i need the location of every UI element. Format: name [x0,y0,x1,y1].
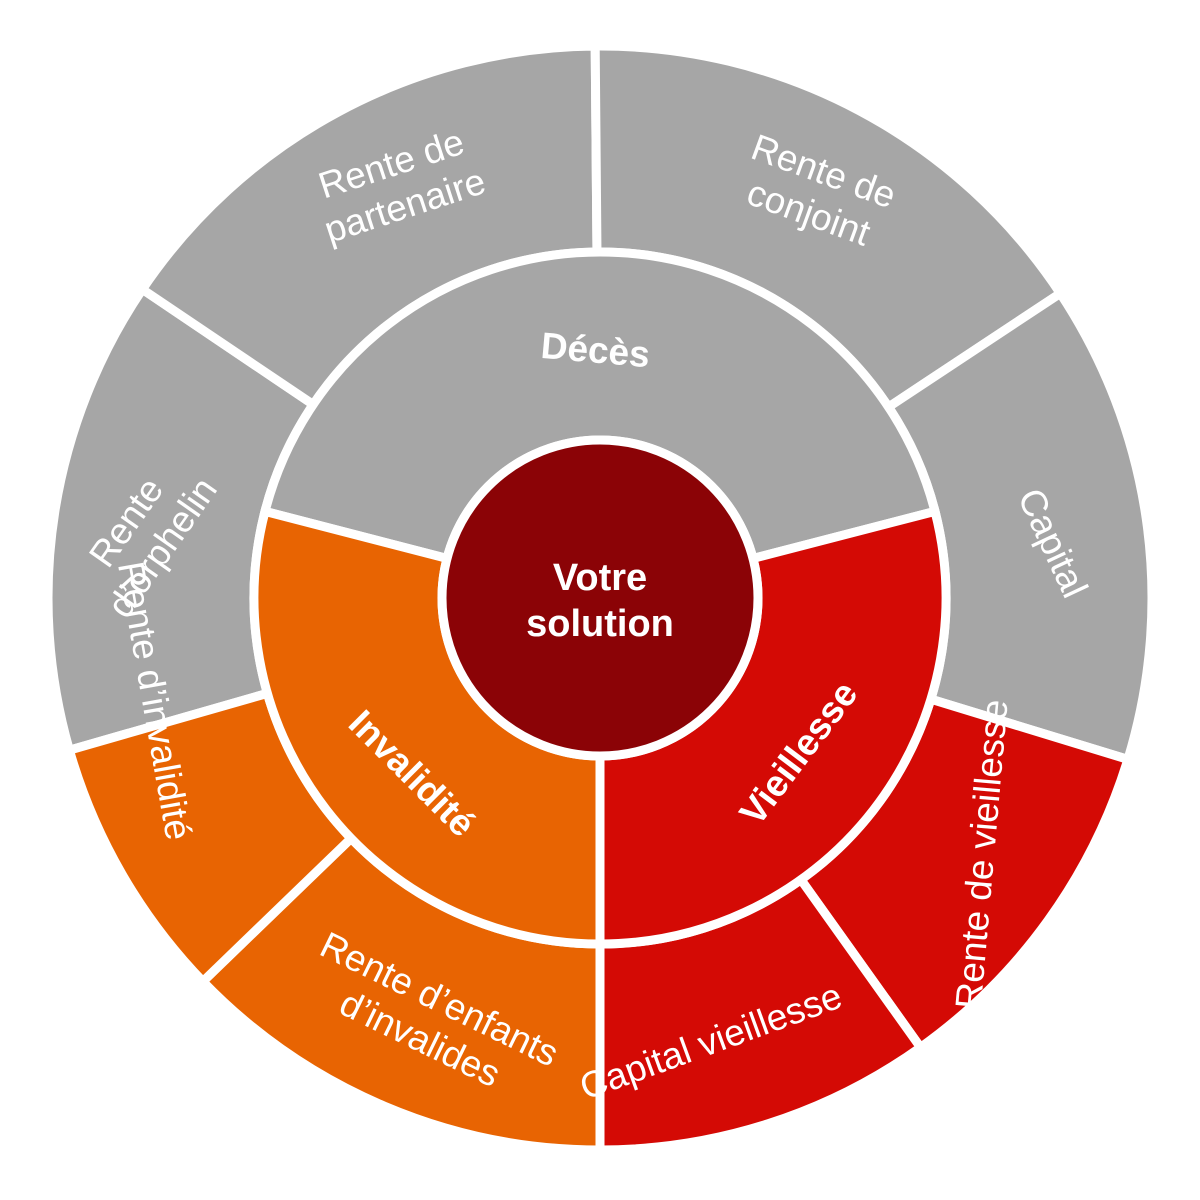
center-disc [437,435,763,761]
category-label-deces: Décès [539,325,651,375]
